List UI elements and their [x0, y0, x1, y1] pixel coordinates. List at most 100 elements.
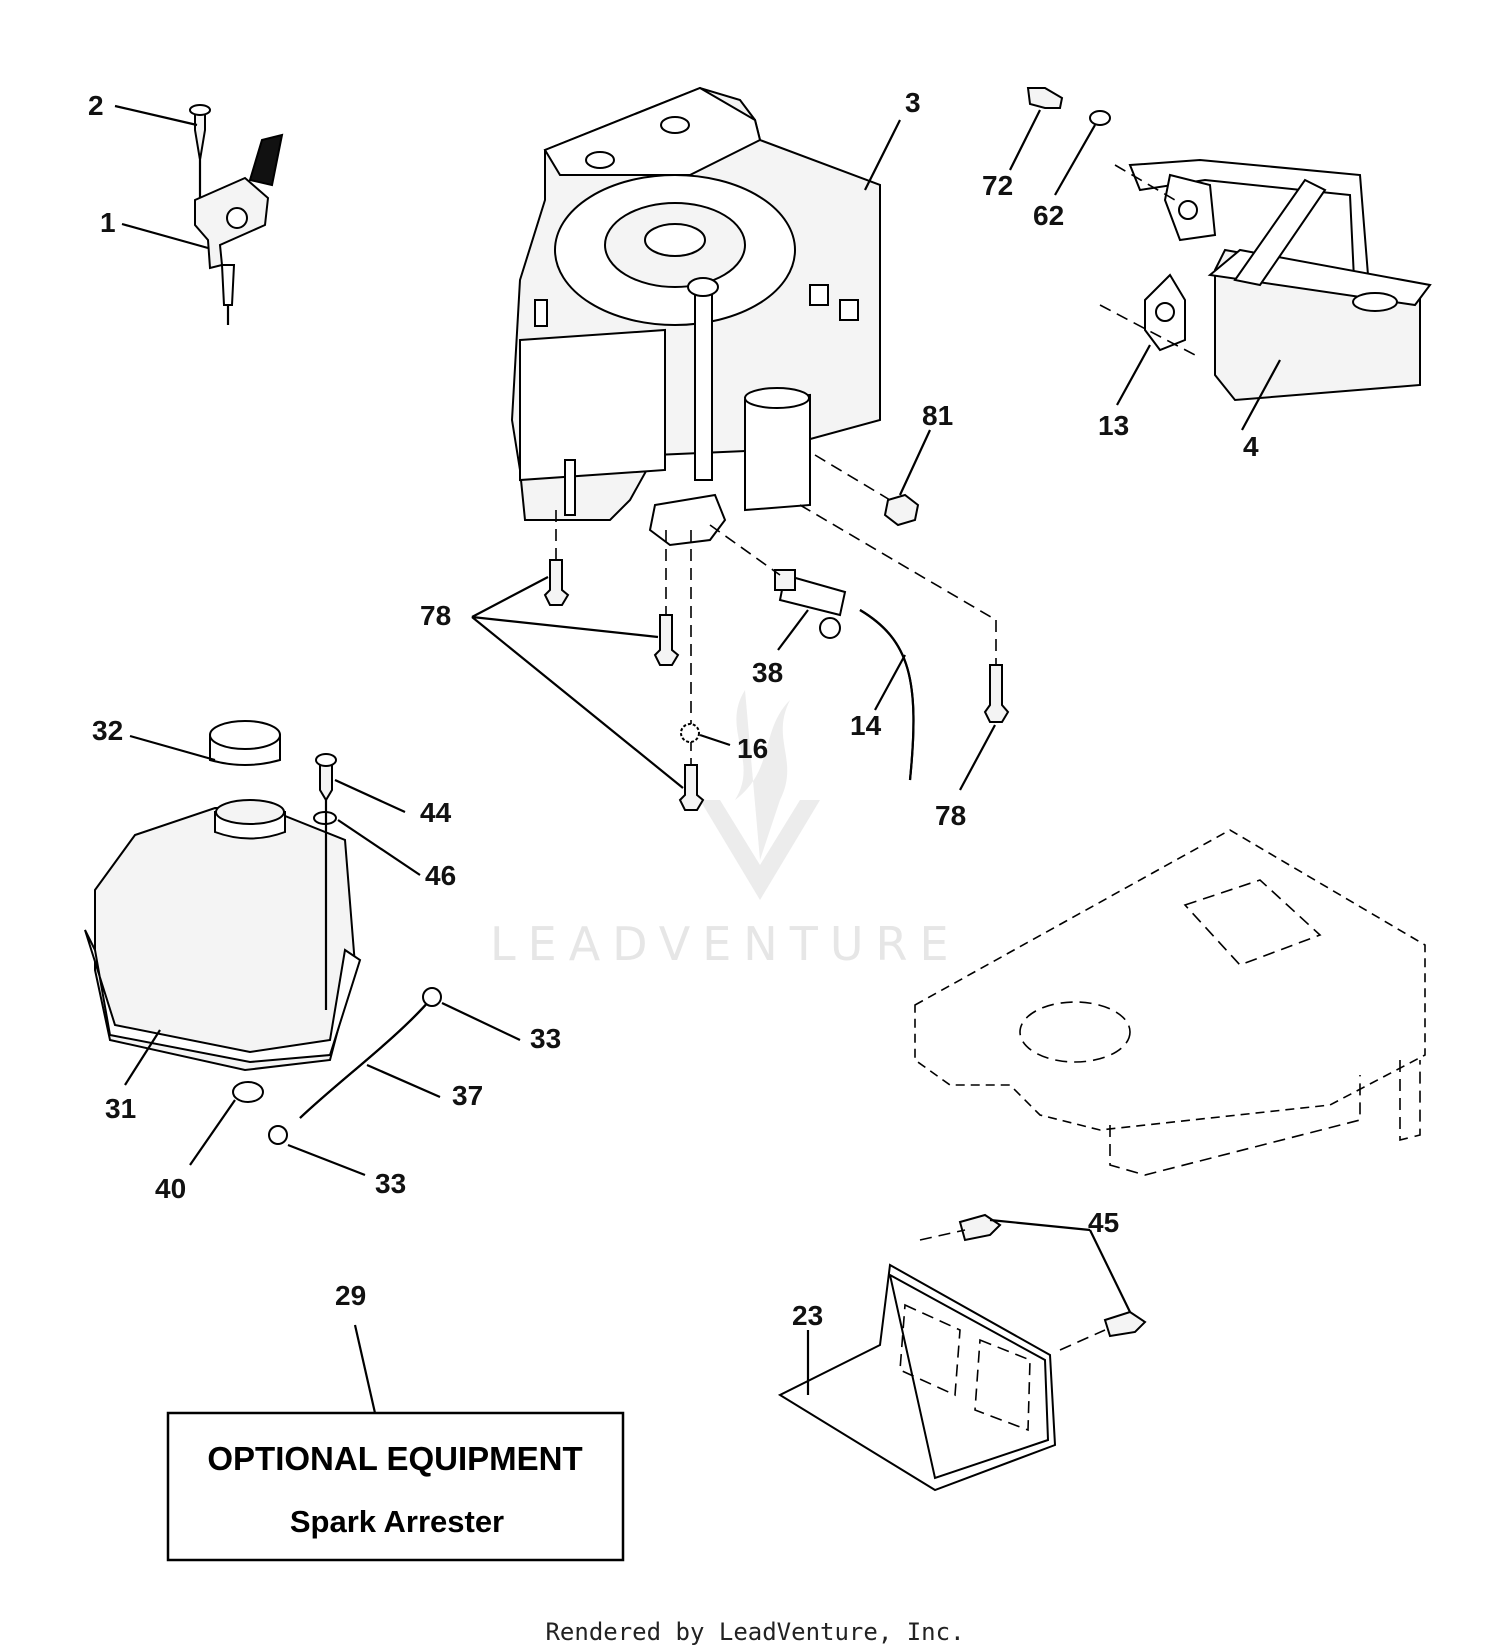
leader-14 — [874, 654, 906, 711]
screw-part-2 — [194, 109, 206, 161]
nut-align-line — [814, 454, 891, 501]
grommet-part-40 — [232, 1081, 264, 1103]
fuel-valve-knob — [819, 617, 841, 639]
frame-square-opening — [1183, 879, 1322, 966]
flange-align-line — [1114, 164, 1176, 201]
clamp-part-33-top — [422, 987, 442, 1007]
fuel-tank-opening — [215, 799, 285, 825]
throttle-pivot — [226, 207, 248, 229]
leader-16 — [699, 733, 731, 747]
heat-shield-assembly — [777, 1213, 1147, 1492]
engine-side-housing — [519, 328, 666, 482]
engine-dipstick-cap — [687, 277, 719, 297]
screw-part-44 — [319, 761, 333, 802]
engine-dipstick-tube — [694, 289, 713, 481]
callout-78-left: 78 — [420, 600, 451, 631]
engine-side-tab-2 — [839, 299, 859, 321]
throttle-control-assembly — [189, 104, 284, 325]
engine-cap-rear — [660, 116, 690, 134]
callout-45: 45 — [1088, 1207, 1119, 1238]
screw-a-align-line — [919, 1229, 966, 1241]
frame-lower-edge — [1109, 1075, 1361, 1176]
leader-1 — [121, 222, 209, 250]
callout-32: 32 — [92, 715, 123, 746]
callout-2: 2 — [88, 90, 104, 121]
fuel-tank-rim — [84, 929, 362, 1064]
leader-38 — [777, 609, 809, 651]
heat-shield-vent-1 — [899, 1303, 961, 1397]
leader-37 — [366, 1063, 441, 1099]
engine-cap-front — [585, 151, 615, 169]
fuel-valve-part-38 — [778, 573, 847, 617]
watermark-flame-icon — [735, 690, 790, 860]
engine-oil-filter-top — [744, 387, 810, 409]
leader-31 — [124, 1029, 161, 1086]
frame-outline — [914, 829, 1426, 1131]
engine-bolts-part-78 — [543, 504, 1010, 811]
bolt-part-72 — [1026, 87, 1064, 109]
bolt-78-b — [653, 614, 680, 666]
leader-4 — [1241, 359, 1281, 431]
callout-31: 31 — [105, 1093, 136, 1124]
heat-shield-face — [888, 1273, 1050, 1480]
exhaust-fasteners — [1026, 87, 1111, 126]
watermark-v-icon — [700, 800, 820, 900]
gasket-hole — [1155, 302, 1175, 322]
leader-46 — [337, 819, 421, 876]
leader-lines — [114, 104, 1281, 1414]
callout-46: 46 — [425, 860, 456, 891]
optional-equipment-frame — [166, 1411, 625, 1562]
leader-62 — [1054, 124, 1096, 196]
fuel-hose-part-14-outline — [859, 609, 915, 781]
callout-16: 16 — [737, 733, 768, 764]
leader-78-b — [471, 615, 659, 639]
callout-38: 38 — [752, 657, 783, 688]
muffler-strap — [1233, 178, 1327, 287]
callout-1: 1 — [100, 207, 116, 238]
screw-part-45-a — [958, 1213, 1002, 1242]
bolt-78-c — [678, 764, 705, 811]
callout-62: 62 — [1033, 200, 1064, 231]
optional-equipment-subtitle: Spark Arrester — [290, 1504, 504, 1539]
bolt-78-d — [983, 664, 1010, 723]
leader-29 — [353, 1324, 377, 1414]
watermark-text: LEADVENTURE — [490, 917, 961, 971]
leader-40 — [189, 1099, 236, 1166]
callout-33-bottom: 33 — [375, 1168, 406, 1199]
fuel-valve-assembly — [709, 524, 915, 781]
washer-part-16 — [680, 723, 700, 743]
leader-78-c — [471, 616, 684, 789]
screw-b-align-line — [1059, 1329, 1106, 1351]
leader-78-a — [471, 576, 549, 618]
engine-mount-foot — [648, 493, 727, 547]
frame-rear-bracket — [1399, 1060, 1421, 1142]
callout-labels: 2 1 3 4 13 72 62 81 38 14 16 78 78 32 44… — [88, 87, 1259, 1331]
callout-13: 13 — [1098, 410, 1129, 441]
engine-oil-filter — [744, 393, 811, 512]
leader-33a — [441, 1002, 521, 1041]
throttle-lever-handle — [248, 133, 284, 187]
fuel-hose-part-14 — [859, 609, 915, 781]
leader-81 — [899, 429, 931, 496]
callout-23: 23 — [792, 1300, 823, 1331]
nut-part-81 — [883, 493, 920, 527]
callout-78-right: 78 — [935, 800, 966, 831]
leader-78-d — [959, 724, 996, 791]
callout-37: 37 — [452, 1080, 483, 1111]
clamp-part-33-bottom — [268, 1125, 288, 1145]
callout-44: 44 — [420, 797, 452, 828]
footer-credit: Rendered by LeadVenture, Inc. — [545, 1618, 964, 1646]
leader-72 — [1009, 109, 1041, 171]
frame-engine-opening — [1019, 1001, 1131, 1063]
callout-81: 81 — [922, 400, 953, 431]
engine-part-3 — [510, 86, 881, 547]
leader-13 — [1116, 344, 1151, 406]
engine-connector — [534, 299, 548, 327]
exhaust-flange-hole — [1178, 200, 1198, 220]
bolt-78-a — [543, 559, 570, 606]
throttle-cable-end — [220, 264, 236, 306]
watermark: LEADVENTURE — [490, 690, 961, 971]
leader-45-b — [1089, 1229, 1131, 1313]
callout-33-top: 33 — [530, 1023, 561, 1054]
